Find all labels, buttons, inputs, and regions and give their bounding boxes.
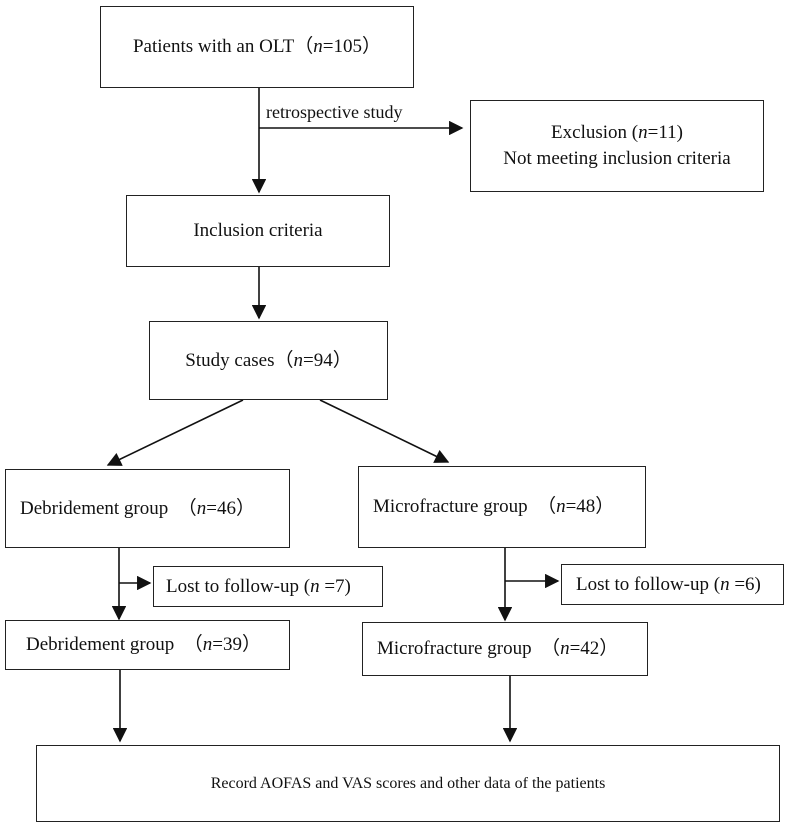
- debridement-group-box: Debridement group （n=46）: [5, 469, 290, 548]
- microfracture-group-text: Microfracture group （n=48）: [373, 496, 615, 518]
- microfracture-group-followed-text: Microfracture group （n=42）: [377, 638, 619, 660]
- exclusion-count: Exclusion (n=11): [551, 122, 683, 144]
- debridement-group-followed-box: Debridement group （n=39）: [5, 620, 290, 670]
- microfracture-group-box: Microfracture group （n=48）: [358, 466, 646, 548]
- study-cases-box: Study cases（n=94）: [149, 321, 388, 400]
- record-data-box: Record AOFAS and VAS scores and other da…: [36, 745, 780, 822]
- debridement-group-followed-text: Debridement group （n=39）: [26, 634, 261, 656]
- inclusion-criteria-text: Inclusion criteria: [193, 220, 323, 242]
- debridement-group-text: Debridement group （n=46）: [20, 497, 255, 519]
- exclusion-box: Exclusion (n=11) Not meeting inclusion c…: [470, 100, 764, 192]
- patients-text: Patients with an OLT（n=105）: [132, 36, 382, 58]
- study-cases-text: Study cases（n=94）: [185, 349, 352, 371]
- arrow-study-to-debridement: [106, 399, 244, 466]
- lost-follow-up-right-text: Lost to follow-up (n =6): [576, 573, 761, 595]
- inclusion-criteria-box: Inclusion criteria: [126, 195, 390, 267]
- lost-follow-up-left-box: Lost to follow-up (n =7): [153, 566, 383, 607]
- microfracture-group-followed-box: Microfracture group （n=42）: [362, 622, 648, 676]
- lost-follow-up-left-text: Lost to follow-up (n =7): [166, 575, 351, 597]
- record-data-text: Record AOFAS and VAS scores and other da…: [210, 774, 606, 792]
- retrospective-study-label: retrospective study: [266, 102, 403, 122]
- arrow-study-to-microfracture: [319, 399, 450, 463]
- patients-box: Patients with an OLT（n=105）: [100, 6, 414, 88]
- lost-follow-up-right-box: Lost to follow-up (n =6): [561, 564, 784, 605]
- exclusion-reason: Not meeting inclusion criteria: [503, 148, 731, 169]
